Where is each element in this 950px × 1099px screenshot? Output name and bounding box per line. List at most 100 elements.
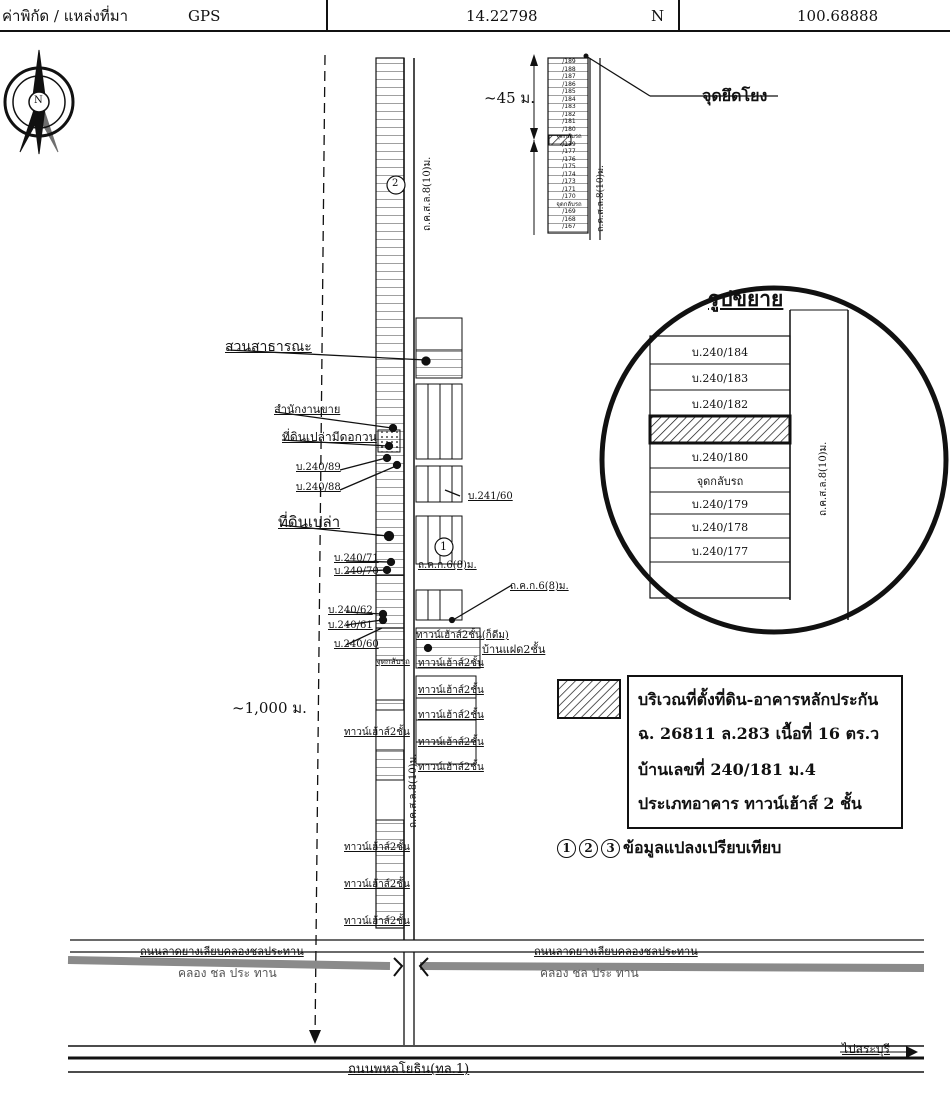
magnified-road-label: ถ.ค.ส.ล.8(10)ม. [818,441,829,516]
inset-plot-label: /189 [562,58,576,65]
label-canal-road-top: ถนนลาดยางเลียบคลองชลประทาน [140,945,304,958]
label-house-62: บ.240/62 [328,605,373,616]
inset-plot-label: /186 [562,80,576,88]
legend-box [557,675,903,829]
label-townhouse-1: ทาวน์เฮ้าส์2ชั้น [418,658,484,669]
label-sales-office: สำนักงานขาย [274,403,341,416]
label-to-saraburi: ไปสระบุรี [842,1042,890,1056]
magnified-subject-row [650,418,790,445]
label-townhouse-right: ทาวน์เฮ้าส์2ชั้น(ก็ดีม) [416,630,509,641]
header-longitude: 100.68888 [797,7,879,25]
label-house-60: บ.240/60 [334,639,379,650]
comparison-text: ข้อมูลแปลงเปรียบเทียบ [623,838,782,857]
plot-marker-1: 1 [440,540,447,553]
inset-plot-label: /173 [562,178,576,185]
label-townhouse-4: ทาวน์เฮ้าส์2ชั้น [418,737,484,748]
plot-marker-2: 2 [392,178,399,189]
magnified-title: รูปขยาย [708,286,784,311]
label-house-88: บ.240/88 [296,482,341,493]
label-townhouse-6: ทาวน์เฮ้าส์2ชั้น [344,727,410,738]
inset-plot-label: /167 [562,223,576,230]
legend-line-1: บริเวณที่ตั้งที่ดิน-อาคารหลักประกัน [638,690,879,709]
legend-line-3: บ้านเลขที่ 240/181 ม.4 [638,760,816,779]
magnified-rows: บ.240/184 บ.240/183 บ.240/182 บ.240/180 จุดก… [650,340,790,564]
inset-plot-label: /187 [562,73,576,80]
inset-plot-label: /185 [562,88,576,95]
label-townhouse-5: ทาวน์เฮ้าส์2ชั้น [418,762,484,773]
inset-plot-label: /180 [562,125,576,133]
label-townhouse-8: ทาวน์เฮ้าส์2ชั้น [344,879,410,890]
label-public-park: สวนสาธารณะ [225,339,312,355]
inset-plot-label: /174 [562,170,576,178]
inset-anchor-label: จุดยึดโยง [702,86,768,105]
inset-road-label: ถ.ค.ส.ล.8(10)ม. [596,165,606,232]
comparison-legend: 1 2 3 ข้อมูลแปลงเปรียบเทียบ [557,836,781,861]
inset-plot-label: /170 [562,193,576,200]
label-road-kk6-right: ถ.ค.ก.6(8)ม. [510,581,569,592]
magnified-row: บ.240/178 [691,521,749,534]
label-townhouse-7: ทาวน์เฮ้าส์2ชั้น [344,842,410,853]
label-house-71: บ.240/71 [334,553,379,564]
legend-line-2: ฉ. 26811 ล.283 เนื้อที่ 16 ตร.ว [638,724,880,743]
magnified-view [599,285,949,635]
header-label: ค่าพิกัด / แหล่งที่มา [2,7,129,25]
label-vacant-land-1: ที่ดินเปล่ามีดอกวน [282,430,377,444]
comparison-circle-2: 2 [579,839,598,858]
main-soi-plots [375,57,481,940]
magnified-row: จุดกลับรถ [696,475,744,488]
inset-plot-label: /188 [562,65,576,73]
pointer-lines [227,349,513,653]
comparison-circle-1: 1 [557,839,576,858]
inset-plot-list: /189/188/187/186/185/184/183/182/181/180… [551,58,587,231]
magnified-row: บ.240/179 [691,498,749,511]
magnified-row: บ.240/177 [691,545,749,558]
compass-north-label: N [34,95,43,106]
compass-rose [3,49,75,155]
label-u-turn: จุดกลับรถ [376,657,410,666]
inset-plot-label: /171 [562,185,576,193]
label-canal: คลอง ชล ประ ทาน [178,966,277,980]
inset-distance: ~45 ม. [484,89,536,107]
label-road-main-upper: ถ.ค.ส.ล.8(10)ม. [422,156,433,231]
header-direction: N [651,7,665,25]
label-house-241-60: บ.241/60 [468,491,513,502]
label-vacant-land-2: ที่ดินเปล่า [278,513,341,531]
inset-plot-label: /176 [562,155,576,163]
inset-plot-label: /175 [562,163,576,170]
magnified-row: บ.240/184 [691,346,749,359]
label-townhouse-9: ทาวน์เฮ้าส์2ชั้น [344,916,410,927]
header-latitude: 14.22798 [466,7,538,25]
magnified-row: บ.240/182 [691,398,749,411]
inset-plot-label: /182 [562,110,576,118]
label-twin-house: บ้านแฝด2ชั้น [482,643,546,656]
inset-plots [530,53,778,240]
label-house-70: บ.240/70 [334,566,379,577]
header-source: GPS [188,7,221,25]
label-house-89: บ.240/89 [296,462,341,473]
inset-plot-label: /179 [562,140,576,148]
canal-roads [67,939,925,1073]
inset-plot-label: /181 [562,118,576,125]
inset-plot-label: /177 [562,148,576,155]
label-road-kk6: ถ.ค.ก.6(8)ม. [418,560,477,571]
label-canal-right: คลอง ชล ประ ทาน [540,966,639,980]
inset-plot-label: /168 [562,215,576,223]
inset-plot-label: /169 [562,208,576,215]
legend-line-4: ประเภทอาคาร ทาวน์เฮ้าส์ 2 ชั้น [638,794,862,813]
label-house-61: บ.240/61 [328,620,373,631]
magnified-row: บ.240/183 [691,372,749,385]
magnified-row: บ.240/180 [691,451,749,464]
inset-plot-label: /184 [562,95,576,103]
label-canal-road-top-right: ถนนลาดยางเลียบคลองชลประทาน [534,945,698,958]
inset-plot-label: จุดกลับรถ [556,133,582,140]
label-main-highway: ถนนพหลโยธิน(ทล.1) [348,1062,470,1077]
inset-plot-label: จุดกลับรถ [556,200,582,208]
label-townhouse-2: ทาวน์เฮ้าส์2ชั้น [418,685,484,696]
header-bar: ค่าพิกัด / แหล่งที่มา GPS 14.22798 N 100… [0,0,950,32]
comparison-circle-3: 3 [601,839,620,858]
label-distance-1000: ~1,000 ม. [232,699,307,717]
inset-plot-label: /183 [562,103,576,110]
label-townhouse-3: ทาวน์เฮ้าส์2ชั้น [418,710,484,721]
